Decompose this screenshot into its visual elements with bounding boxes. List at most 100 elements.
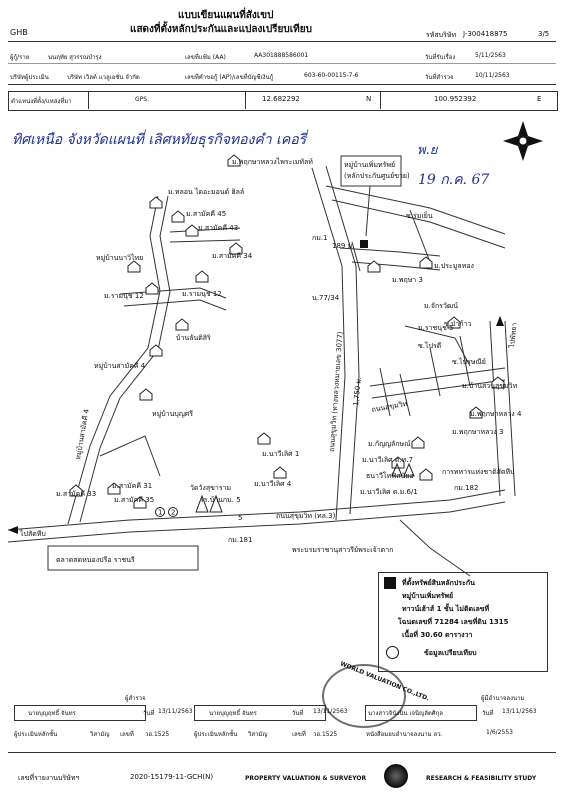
label-road-vertical: ถนนสุขุมวิท (ทางหลวงหมายเลข 3077): [328, 331, 344, 452]
label-kor1: กม.1: [312, 234, 328, 242]
handwriting-date: 19 ก.ค. 67: [418, 172, 489, 188]
label-kor181: กม.181: [228, 536, 252, 544]
title-line-1: แบบเขียนแผนที่สังเขป: [178, 10, 274, 21]
compass-icon: [503, 121, 543, 161]
label-nawawisai4: ม.นาวีเลิศ 4: [254, 480, 292, 488]
date1-label: วันที่: [143, 710, 155, 717]
label-samakee33: ม.สามัคคี 33: [56, 490, 96, 498]
label-kor182: กม.182: [454, 484, 478, 492]
gps-longitude: 100.952392: [434, 95, 477, 103]
label-nawawisai1: ม.นาวีเลิศ 1: [262, 450, 299, 458]
legend-square-icon: [384, 577, 396, 589]
label-moobanbunnyasri: หมู่บ้านบุญศรี: [152, 410, 193, 418]
handwriting-note: ทิศเหนือ จังหวัดแผนที่ เลิศหทัยธุรกิจทอง…: [12, 129, 309, 148]
legend-line3: ทาวน์เฮ้าส์ 1 ชั้น ไม่ติดเลขที่: [402, 605, 490, 613]
survey-date-label: วันที่รับเรื่อง: [425, 54, 456, 61]
label-to-sattahip: ไปสัตหีบ: [19, 529, 46, 538]
date1: 13/11/2563: [158, 708, 193, 715]
case-value: J-300418875: [463, 30, 508, 38]
role2: ผู้ประเมินหลักชั้น: [194, 731, 238, 738]
report-label: เลขที่รายงานบริษัทฯ: [18, 774, 80, 782]
legend-line5: เนื้อที่ 30.60 ตารางวา: [402, 631, 473, 639]
date3: 13/11/2563: [502, 708, 537, 715]
label-watpa: วัดวังสุขาราม: [190, 484, 231, 492]
label-samakee34: ม.สามัคคี 34: [212, 252, 253, 260]
upper-roads: [325, 185, 506, 272]
license1: วฮ.1525: [145, 731, 170, 738]
gps-row: [8, 91, 558, 111]
inspect-date-value: 10/11/2563: [475, 72, 510, 79]
label-kamrao3: ม.พฤษา 3: [392, 276, 423, 284]
label-nawawisai7: ม.นาวีเลิศ ต.ท.7: [362, 456, 413, 464]
gps-e: E: [537, 95, 542, 103]
owner-label: ผู้กู้/ราย: [10, 54, 30, 61]
survey-date-value: 5/11/2563: [475, 52, 506, 59]
house-icons: [69, 154, 505, 509]
left-winding-road: [67, 195, 241, 525]
circle-markers: 1 2: [155, 507, 178, 517]
label-samakee43: ม.สามัคคี 43: [198, 224, 238, 232]
village-box-sublabel: (หลักประกันศูนย์ขาย): [344, 172, 410, 180]
label-ngamkiri: ซ.ร่มเย็น: [406, 211, 433, 220]
label-soi-bo: ซ.ไปรดี: [418, 341, 441, 350]
role1: ผู้ประเมินหลักชั้น: [14, 731, 58, 738]
license2: วฮ.1525: [313, 731, 338, 738]
date2-label: วันที่: [292, 710, 304, 717]
arrow-up-icon: [496, 316, 504, 326]
date3-label: วันที่: [482, 710, 494, 717]
label-road-bottom: ถนนสุขุมวิท (ทล.3): [276, 512, 336, 520]
label-soi180: 189 ม.: [332, 242, 354, 250]
diagonal-road: [311, 165, 360, 521]
company-label: บริษัทผู้ประเมิน: [10, 74, 49, 81]
owner-value: นนฤทัย สุวรรณบำรุง: [48, 54, 102, 61]
legend-line4: โฉนดเลขที่ 71284 เลขที่ดิน 1315: [398, 618, 509, 626]
label-moobanwarawit: หมู่บ้านนาวิไทย: [96, 253, 143, 262]
label-baanlanapat: บ้านลันติสิริ: [176, 334, 211, 342]
gps-n: N: [366, 95, 372, 103]
market-label: ตลาดสดหนองปรือ ราชนรี: [56, 556, 135, 564]
label-dist-1750: 1,750 ม.: [352, 376, 363, 406]
label-ranuch5: ม.ราชนุช 5: [418, 324, 454, 332]
label-rungrueng12a: ม.รามนุช 12: [104, 292, 144, 300]
label-kanpipat: การทหารแห่งชาติสัตหีบ: [442, 468, 515, 476]
footer-left-tag: PROPERTY VALUATION & SURVEYOR: [245, 775, 367, 782]
label-samakee31: ม.สามัคคี 31: [112, 482, 152, 490]
bank-code: GHB: [10, 28, 28, 37]
file-value: AA301888586001: [254, 52, 309, 59]
main-road: [7, 489, 506, 543]
level2: วิสามัญ: [248, 731, 268, 738]
company-value: บริษัท เวิลด์ แวลูเอชั่น จำกัด: [67, 74, 140, 81]
bottom-road: [399, 519, 471, 577]
file-label: เลขที่แฟ้ม (AA): [185, 54, 226, 61]
label-bottom-hospital: พระบรมราชานุสาวรีย์พระเจ้าตาก: [292, 546, 393, 554]
footer-divider: [8, 752, 556, 753]
label-soi-k: ซ.ไปรษณีย์: [452, 357, 486, 366]
label-n7734: น.77/34: [312, 294, 340, 302]
date3b: 1/6/2553: [486, 729, 513, 736]
market-box: [47, 545, 199, 571]
gps-cell-divider: [88, 91, 89, 109]
appraisal-value: 603-60-00115-7-6: [304, 72, 359, 79]
legend-box: [378, 572, 548, 672]
gps-cell-divider: [245, 91, 246, 109]
row-divider: [8, 63, 556, 64]
page-number: 3/5: [538, 30, 550, 38]
label-prachaurong: ม.ประมูลทอง: [434, 262, 474, 270]
level1: วิสามัญ: [90, 731, 110, 738]
case-label: รหัสบริษัท: [426, 31, 457, 39]
date2: 13/11/2563: [313, 708, 348, 715]
surveyor-label: ผู้สำรวจ: [125, 695, 146, 702]
label-samakee45: ม.สามัคคี 45: [186, 210, 226, 218]
sketch-map: ทิศเหนือ จังหวัดแผนที่ เลิศหทัยธุรกิจทอง…: [7, 121, 543, 577]
label-nakhonkaew: ซ.ป่าก้าว: [444, 320, 472, 328]
circle-1-label: 1: [158, 509, 162, 517]
license1-label: เลขที่: [120, 731, 134, 738]
label-rungrueng12b: ม.รามนุช 12: [182, 290, 222, 298]
globe-logo-icon: [384, 764, 408, 788]
handwriting-initials: พ.ย: [417, 143, 439, 158]
manager-label: ผู้มีอำนาจลงนาม: [481, 695, 525, 702]
name3-box: [365, 705, 477, 721]
circle-2-label: 2: [171, 509, 175, 517]
legend-circle-icon: [386, 646, 399, 659]
label-chakrawan: ม.จักรวัฒน์: [424, 302, 458, 310]
